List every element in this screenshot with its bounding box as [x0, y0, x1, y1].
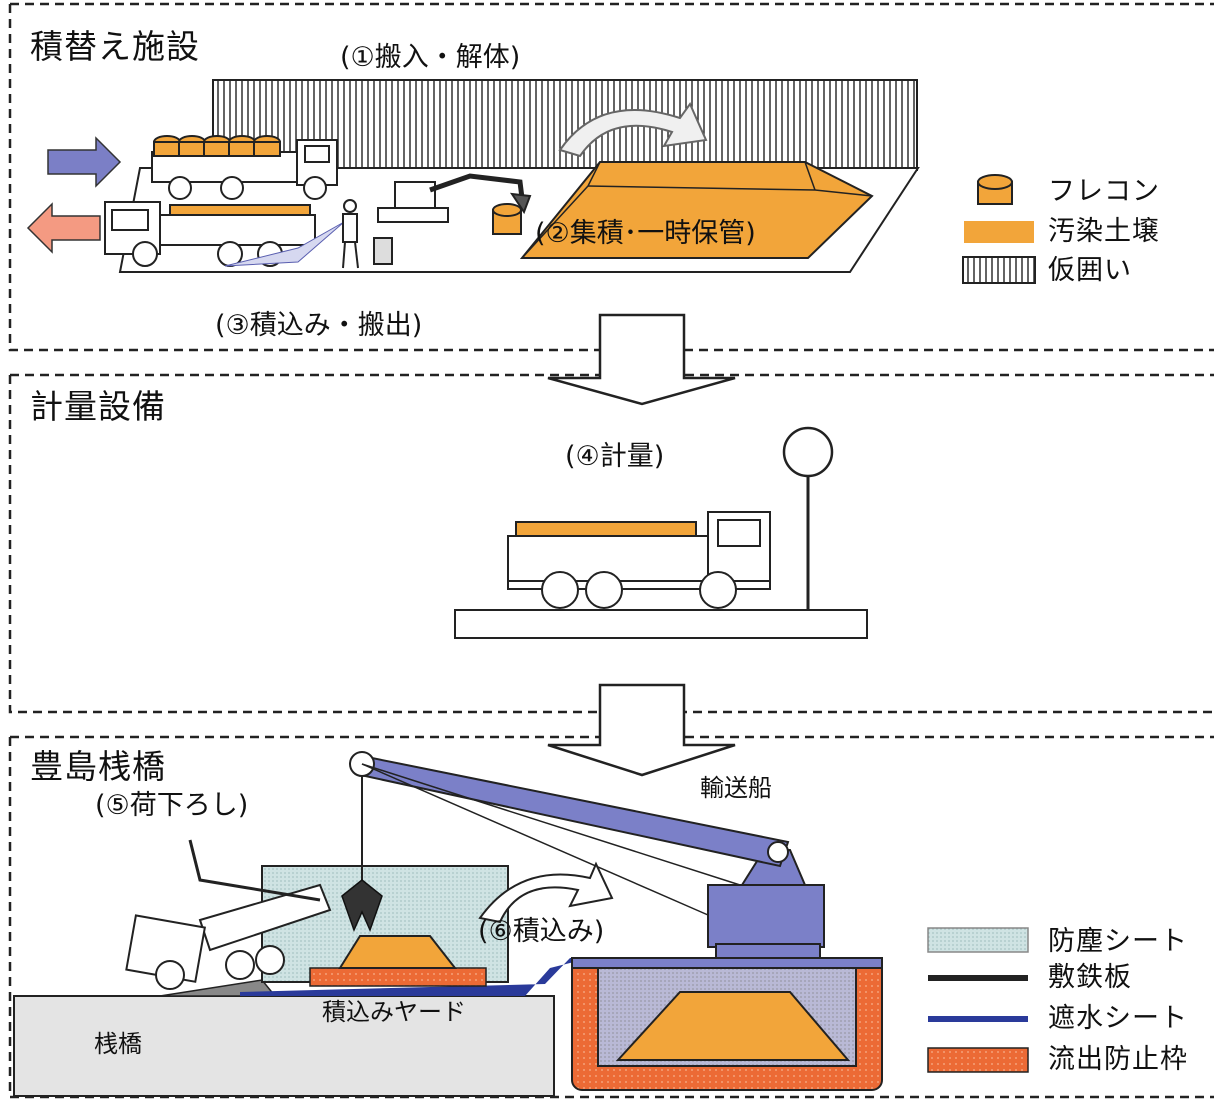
legend-water-barrier-sheet-label: 遮水シート — [1048, 1003, 1188, 1034]
ship-soil-cargo — [615, 991, 851, 1061]
truck-scale-platform — [454, 609, 868, 639]
truck-with-soil — [104, 201, 316, 267]
legend-flexible-container-label: フレコン — [1048, 176, 1160, 207]
grab-bucket — [341, 879, 383, 933]
legend-contaminated-soil-label: 汚染土壌 — [1048, 216, 1160, 247]
curved-arrow-unload — [558, 101, 708, 158]
crane — [349, 751, 825, 959]
steel-plate-swatch — [928, 975, 1028, 981]
step5-label: (⑤荷下ろし) — [95, 790, 249, 821]
contaminated-soil-swatch — [964, 221, 1034, 243]
legend-steel-plate-label: 敷鉄板 — [1048, 962, 1132, 993]
transport-ship — [571, 957, 883, 1091]
legend-temporary-fence-label: 仮囲い — [1048, 255, 1132, 286]
flow-arrow-1 — [547, 313, 736, 406]
transport-ship-label: 輸送船 — [700, 774, 772, 802]
flexible-container-single — [492, 203, 522, 235]
inbound-arrow — [47, 136, 122, 188]
yard-soil-pile — [338, 935, 458, 969]
pier-label: 桟橋 — [94, 1030, 142, 1058]
scale-dial — [782, 426, 834, 478]
weighing-section-title: 計量設備 — [30, 387, 166, 426]
excavator — [377, 173, 532, 223]
crane-boom — [354, 754, 790, 868]
step1-label: (①搬入・解体) — [340, 42, 521, 73]
legend-top-icons — [962, 174, 1036, 284]
transfer-section-border — [8, 2, 1214, 352]
flexible-container-icon — [977, 174, 1013, 205]
legend-bottom-icons — [927, 927, 1029, 1073]
outbound-arrow — [26, 202, 101, 254]
step6-label: (⑥積込み) — [478, 916, 605, 947]
pier-scene — [13, 751, 1029, 1097]
step4-label: (④計量) — [565, 441, 665, 472]
temporary-fence-icon — [962, 256, 1036, 284]
weighing-scene — [454, 426, 868, 639]
truck-with-containers — [151, 135, 338, 200]
pier-structure — [13, 995, 555, 1097]
legend-dust-proof-sheet-label: 防塵シート — [1048, 926, 1188, 957]
curved-arrow-loading — [478, 861, 614, 924]
pier-section-title: 豊島桟橋 — [30, 747, 166, 786]
legend-outflow-barrier-label: 流出防止枠 — [1048, 1044, 1188, 1075]
transfer-section-title: 積替え施設 — [30, 27, 200, 66]
step2-label: (②集積･一時保管) — [535, 218, 756, 249]
water-barrier-sheet — [240, 958, 590, 996]
step3-label: (③積込み・搬出) — [215, 310, 423, 341]
water-barrier-sheet-swatch — [928, 1016, 1028, 1022]
loading-yard-label: 積込みヤード — [322, 998, 466, 1026]
outflow-barrier-swatch — [927, 1047, 1029, 1073]
truck-on-scale — [507, 511, 771, 609]
transfer-facility-scene — [26, 79, 1036, 284]
flow-arrow-2 — [547, 683, 736, 777]
outflow-barrier-frame — [309, 967, 487, 987]
sandbag — [373, 237, 393, 265]
worker-figure — [342, 199, 359, 269]
dust-proof-sheet-swatch — [927, 927, 1029, 953]
dump-truck-unloading — [125, 839, 332, 990]
